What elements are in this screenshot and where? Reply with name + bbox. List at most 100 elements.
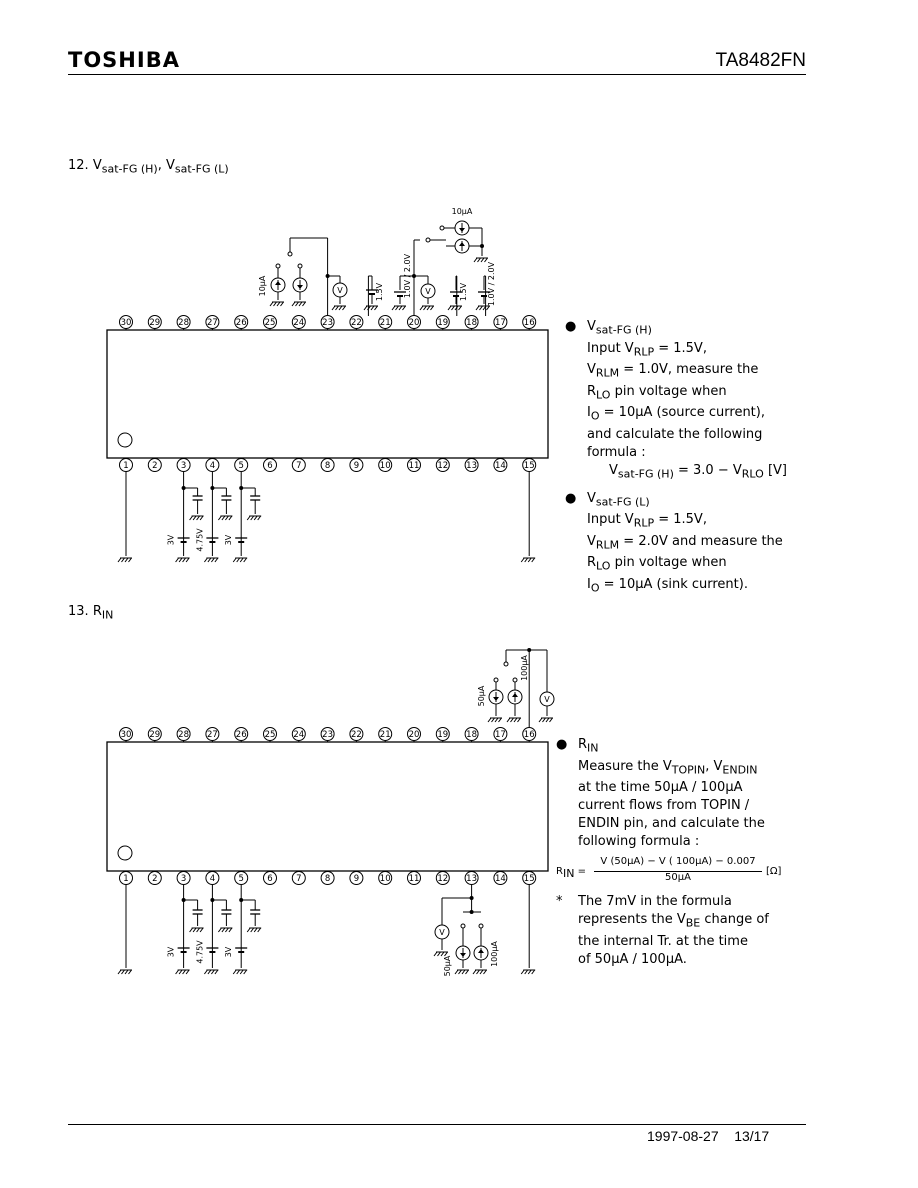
current-label: 50µA: [477, 685, 486, 706]
wire: [473, 257, 478, 263]
pin-number: 4: [210, 461, 215, 471]
wire: [542, 717, 546, 723]
switch-contact: [503, 661, 509, 667]
pin-2: [147, 871, 162, 885]
wire: [124, 557, 129, 563]
wire: [498, 717, 502, 723]
wire: [302, 301, 306, 307]
pin-number: 25: [265, 318, 276, 328]
pin-11: [407, 458, 421, 472]
pin-6: [263, 458, 277, 472]
pin-number: 10: [380, 874, 391, 884]
wire: [269, 301, 274, 307]
pin-number: 28: [178, 730, 189, 740]
wire: [335, 305, 339, 311]
pin-number: 21: [380, 730, 391, 740]
wire: [117, 557, 122, 563]
pin-number: 1: [123, 461, 128, 471]
wire: [491, 717, 495, 723]
pin-number: 3: [181, 461, 186, 471]
wire: [185, 557, 190, 563]
pin-number: 6: [267, 874, 272, 884]
pin-number: 7: [296, 461, 301, 471]
wire: [232, 557, 237, 563]
wire: [538, 717, 543, 723]
wire: [214, 557, 219, 563]
pin-4: [205, 871, 220, 885]
arrow-icon: [275, 281, 281, 285]
wire: [506, 717, 511, 723]
wire: [221, 927, 226, 933]
wire: [273, 301, 277, 307]
wire: [192, 515, 197, 521]
pin-number: 22: [351, 318, 362, 328]
wire: [527, 969, 532, 975]
part-number: TA8482FN: [715, 50, 806, 71]
wire: [257, 515, 262, 521]
pin-number: 13: [466, 461, 477, 471]
wire: [465, 969, 469, 975]
arrow-icon: [459, 242, 465, 246]
wire: [549, 717, 553, 723]
section-12-title: 12. Vsat-FG (H), Vsat-FG (L): [68, 158, 229, 176]
wire: [524, 557, 529, 563]
pin-7: [291, 871, 306, 885]
pin-number: 5: [238, 461, 243, 471]
wire: [433, 951, 438, 957]
pin-8: [320, 871, 335, 885]
pin-5: [234, 871, 249, 885]
wire: [239, 557, 244, 563]
wire: [117, 969, 122, 975]
pin-number: 16: [524, 730, 535, 740]
wire: [451, 305, 455, 311]
pin-number: 24: [293, 730, 304, 740]
pin-15: [522, 458, 537, 472]
pin-number: 11: [409, 874, 420, 884]
pin-number: 15: [524, 461, 535, 471]
pin-number: 2: [152, 874, 157, 884]
brand-logo: TOSHIBA: [68, 48, 180, 72]
pin-number: 20: [409, 730, 420, 740]
wire: [513, 717, 518, 723]
switch-contact: [478, 923, 484, 929]
ic-package: [106, 741, 549, 872]
pin-number: 26: [236, 318, 247, 328]
current-label: 50µA: [443, 955, 452, 976]
switch-contact: [493, 677, 499, 683]
pin-number: 13: [466, 874, 477, 884]
current-label: 10µA: [452, 207, 473, 216]
wire: [121, 557, 125, 563]
wire: [128, 557, 132, 563]
pin-10: [378, 458, 393, 472]
wire: [338, 305, 343, 311]
note-marker: *: [556, 894, 563, 910]
pin-6: [263, 871, 277, 885]
wire: [182, 969, 187, 975]
wire: [185, 969, 190, 975]
switch-contact: [297, 263, 303, 269]
wire: [199, 515, 204, 521]
wire: [395, 305, 399, 311]
wire: [175, 969, 180, 975]
wire: [228, 515, 233, 521]
section-12-description: ●Vsat-FG (H) Input VRLP = 1.5V, VRLM = 1…: [565, 318, 825, 598]
pin-number: 25: [265, 730, 276, 740]
wire: [426, 305, 431, 311]
pin-number: 15: [524, 874, 535, 884]
pin-number: 18: [466, 318, 477, 328]
wire: [178, 557, 183, 563]
battery-label: 1.5V: [459, 282, 468, 301]
wire: [257, 927, 262, 933]
wire: [531, 969, 536, 975]
pin-number: 21: [380, 318, 391, 328]
wire: [476, 969, 480, 975]
formula-h: Vsat-FG (H) = 3.0 − VRLO [V]: [609, 462, 787, 481]
wire: [458, 969, 462, 975]
wire: [454, 969, 459, 975]
pin-3: [176, 458, 191, 472]
wire: [221, 515, 226, 521]
wire: [124, 969, 129, 975]
wire: [192, 927, 197, 933]
wire: [298, 301, 303, 307]
